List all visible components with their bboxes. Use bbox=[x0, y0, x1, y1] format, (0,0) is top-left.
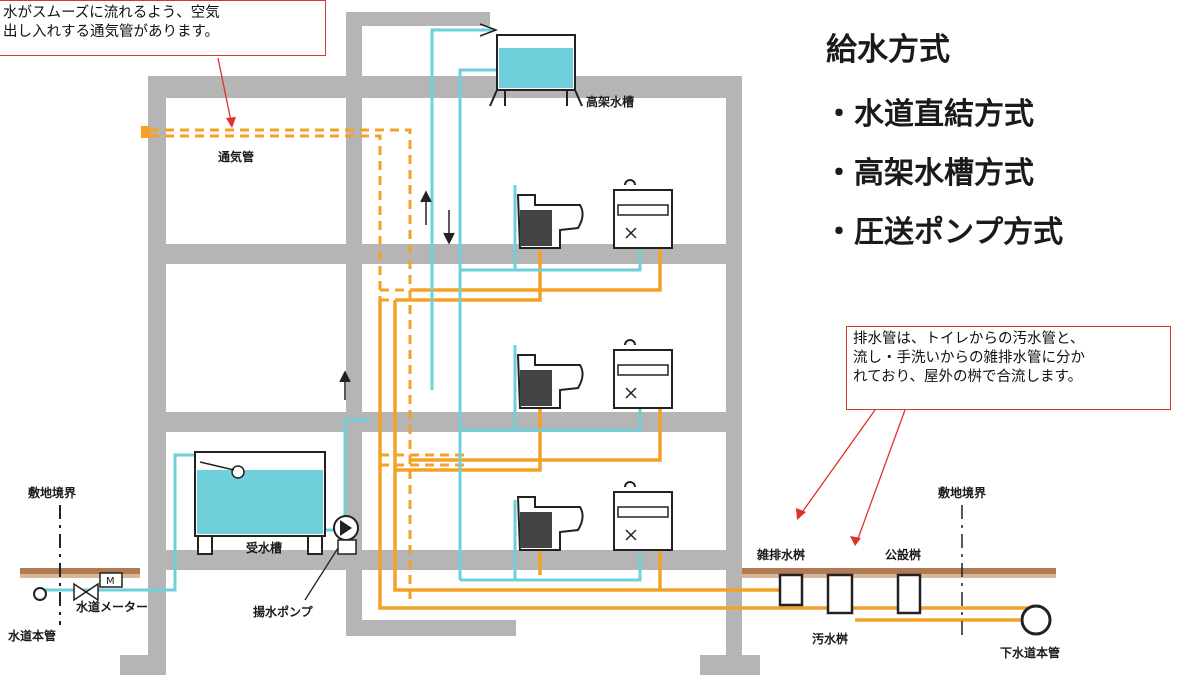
method-pressure-pump: ・圧送ポンプ方式 bbox=[824, 215, 1064, 250]
callout-leaders bbox=[217, 57, 906, 546]
building-structure bbox=[120, 12, 760, 675]
method-direct: ・水道直結方式 bbox=[824, 97, 1034, 132]
vent-pipe-label: 通気管 bbox=[218, 149, 254, 164]
ground bbox=[20, 568, 1056, 578]
fixtures-floor-3 bbox=[516, 179, 673, 249]
drain-pipes bbox=[378, 225, 1040, 622]
method-elevated-tank: ・高架水槽方式 bbox=[824, 156, 1034, 191]
receiving-tank-label: 受水槽 bbox=[246, 540, 282, 555]
drain-callout-line-1: 排水管は、トイレからの汚水管と、 bbox=[853, 331, 1085, 347]
vent-callout: 水がスムーズに流れるよう、空気 出し入れする通気管があります。 bbox=[0, 0, 326, 56]
site-boundaries: 敷地境界 敷地境界 bbox=[28, 485, 986, 640]
sewage-basin-label: 汚水桝 bbox=[812, 631, 848, 646]
outdoor-basins: 雑排水桝 公設桝 汚水桝 下水道本管 bbox=[756, 547, 1060, 660]
fixtures-floor-2 bbox=[516, 339, 673, 409]
lift-pump: 揚水ポンプ bbox=[253, 370, 359, 619]
public-basin-label: 公設桝 bbox=[885, 547, 921, 562]
vent-callout-line-2: 出し入れする通気管があります。 bbox=[3, 24, 220, 40]
elevated-tank: 高架水槽 bbox=[489, 34, 634, 109]
drain-callout-line-3: れており、屋外の桝で合流します。 bbox=[853, 369, 1083, 385]
receiving-tank: 受水槽 bbox=[194, 451, 326, 555]
lift-pump-label: 揚水ポンプ bbox=[253, 604, 314, 619]
site-boundary-right-label: 敷地境界 bbox=[938, 485, 986, 500]
site-boundary-left-label: 敷地境界 bbox=[28, 485, 76, 500]
vent-callout-line-1: 水がスムーズに流れるよう、空気 bbox=[3, 5, 220, 21]
water-meter-label: 水道メーター bbox=[76, 599, 148, 614]
methods-title: 給水方式 bbox=[826, 32, 950, 68]
fixtures-floor-1 bbox=[516, 481, 673, 551]
elevated-tank-label: 高架水槽 bbox=[586, 94, 634, 109]
flow-arrows bbox=[420, 23, 499, 245]
gray-water-basin-label: 雑排水桝 bbox=[756, 547, 805, 562]
drain-callout-line-2: 流し・手洗いからの雑排水管に分か bbox=[853, 350, 1085, 366]
drain-callout: 排水管は、トイレからの汚水管と、 流し・手洗いからの雑排水管に分か れており、屋… bbox=[846, 326, 1171, 410]
water-main-label: 水道本管 bbox=[8, 628, 56, 643]
sewer-main-label: 下水道本管 bbox=[1000, 645, 1060, 660]
water-supply-methods: 給水方式 ・水道直結方式 ・高架水槽方式 ・圧送ポンプ方式 bbox=[824, 24, 1184, 266]
meter-mark: M bbox=[106, 576, 115, 587]
water-meter-assembly: M 水道メーター 水道本管 bbox=[8, 572, 148, 643]
